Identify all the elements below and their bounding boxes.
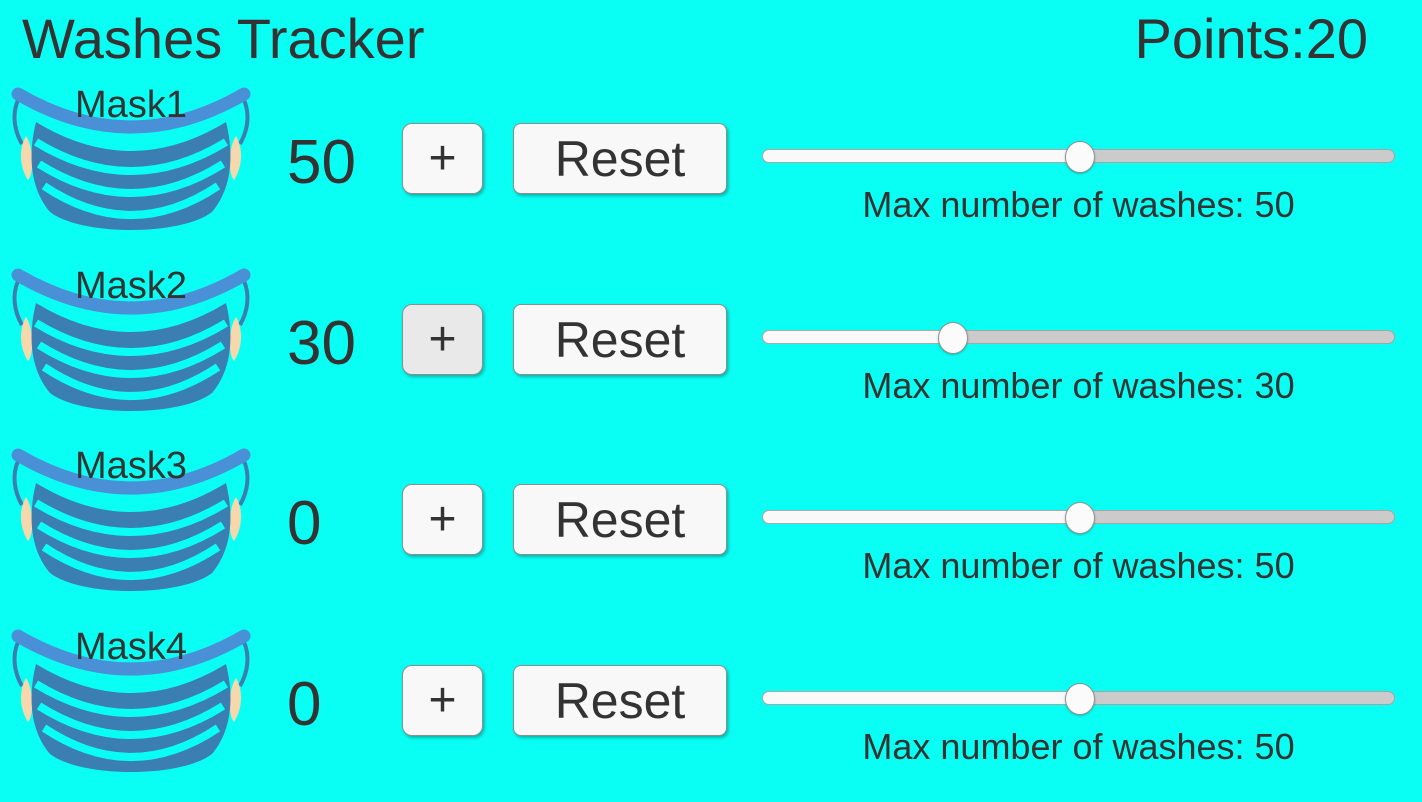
mask-row: Mask4 0 + Reset Max number of washes: 50 (0, 622, 1422, 802)
mask-icon: Mask4 (6, 626, 256, 786)
slider-fill (762, 691, 1079, 705)
mask-row: Mask2 30 + Reset Max number of washes: 3… (0, 261, 1422, 441)
increment-button[interactable]: + (402, 484, 483, 555)
increment-button[interactable]: + (402, 665, 483, 736)
reset-button[interactable]: Reset (513, 665, 727, 736)
mask-row: Mask3 0 + Reset Max number of washes: 50 (0, 441, 1422, 621)
wash-count: 50 (287, 128, 356, 197)
slider-fill (762, 149, 1079, 163)
increment-button[interactable]: + (402, 304, 483, 375)
max-washes-slider[interactable] (762, 502, 1395, 534)
max-washes-label: Max number of washes: 50 (862, 545, 1295, 586)
slider-thumb[interactable] (1064, 141, 1095, 173)
max-washes-slider[interactable] (762, 141, 1395, 173)
reset-button[interactable]: Reset (513, 304, 727, 375)
mask-name-label: Mask1 (75, 84, 187, 126)
mask-name-label: Mask3 (75, 445, 187, 487)
reset-button[interactable]: Reset (513, 484, 727, 555)
mask-icon: Mask2 (6, 265, 256, 425)
slider-thumb[interactable] (937, 322, 968, 354)
mask-row: Mask1 50 + Reset Max number of washes: 5… (0, 80, 1422, 260)
max-washes-label: Max number of washes: 50 (862, 726, 1295, 767)
max-washes-slider[interactable] (762, 322, 1395, 354)
points-display: Points:20 (1135, 6, 1369, 71)
wash-count: 0 (287, 670, 322, 739)
mask-name-label: Mask4 (75, 626, 187, 668)
slider-fill (762, 510, 1079, 524)
slider-thumb[interactable] (1064, 683, 1095, 715)
face-mask-icon (11, 87, 251, 230)
max-washes-label: Max number of washes: 30 (862, 365, 1295, 406)
mask-icon: Mask3 (6, 445, 256, 605)
max-washes-label: Max number of washes: 50 (862, 184, 1295, 225)
mask-icon: Mask1 (6, 84, 256, 244)
slider-thumb[interactable] (1064, 502, 1095, 534)
max-washes-slider[interactable] (762, 683, 1395, 715)
face-mask-icon (11, 268, 251, 411)
points-value: 20 (1305, 7, 1368, 70)
increment-button[interactable]: + (402, 123, 483, 194)
face-mask-icon (11, 448, 251, 591)
wash-count: 30 (287, 309, 356, 378)
wash-count: 0 (287, 489, 322, 558)
mask-name-label: Mask2 (75, 265, 187, 307)
face-mask-icon (11, 629, 251, 772)
app-title: Washes Tracker (22, 7, 425, 70)
reset-button[interactable]: Reset (513, 123, 727, 194)
points-label: Points: (1134, 7, 1306, 70)
slider-fill (762, 330, 952, 344)
